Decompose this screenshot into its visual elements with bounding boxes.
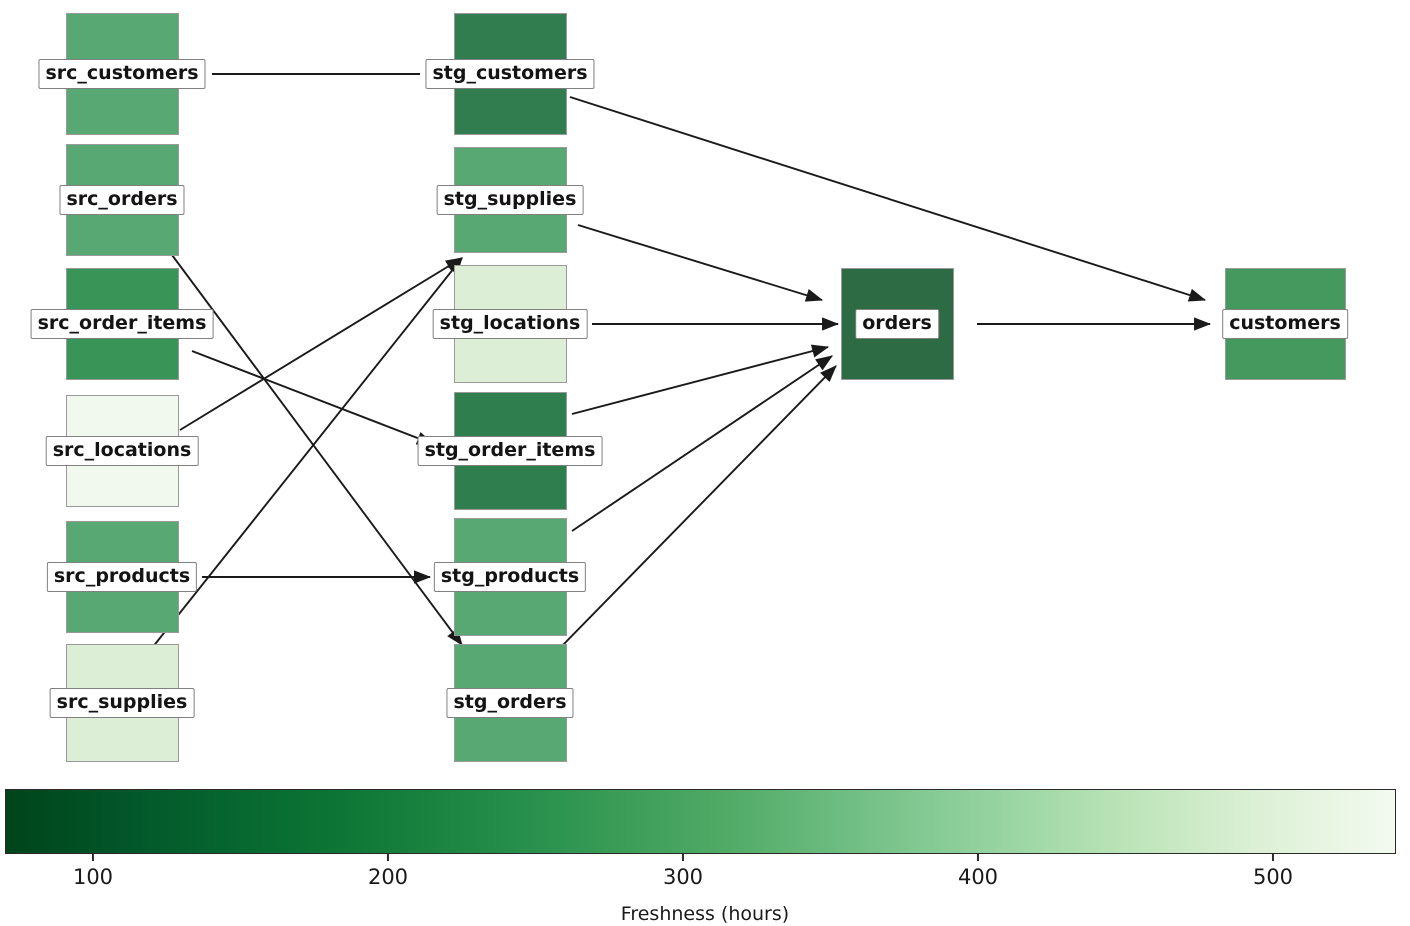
node-label-src_order_items[interactable]: src_order_items (30, 309, 214, 339)
colorbar-gradient (5, 789, 1396, 854)
node-label-stg_products[interactable]: stg_products (433, 562, 587, 592)
edge-src_orders-to-stg_orders (171, 254, 463, 646)
colorbar-ticks: 100 200 300 400 500 (5, 854, 1396, 904)
node-label-src_locations[interactable]: src_locations (45, 436, 199, 466)
node-label-stg_customers[interactable]: stg_customers (425, 59, 595, 89)
tick-mark-icon (387, 854, 389, 861)
colorbar-tick-label: 500 (1252, 865, 1294, 889)
node-label-src_customers[interactable]: src_customers (38, 59, 206, 89)
node-label-customers[interactable]: customers (1222, 309, 1348, 339)
colorbar: 100 200 300 400 500 (5, 789, 1396, 889)
edge-src_supplies-to-stg_locations (151, 257, 463, 649)
node-label-stg_supplies[interactable]: stg_supplies (436, 185, 584, 215)
node-label-stg_locations[interactable]: stg_locations (432, 309, 588, 339)
tick-mark-icon (682, 854, 684, 861)
colorbar-tick-label: 400 (957, 865, 999, 889)
colorbar-tick-label: 200 (367, 865, 409, 889)
node-label-src_products[interactable]: src_products (46, 562, 198, 592)
colorbar-axis-label: Freshness (hours) (620, 903, 790, 925)
colorbar-tick-500: 500 (1253, 854, 1293, 889)
node-label-src_orders[interactable]: src_orders (59, 185, 185, 215)
edge-stg_products-to-orders (571, 355, 833, 532)
edge-stg_order_items-to-orders (571, 344, 830, 415)
edge-layer (151, 73, 1212, 649)
tick-mark-icon (1272, 854, 1274, 861)
edge-stg_orders-to-orders (559, 365, 837, 649)
colorbar-tick-300: 300 (663, 854, 703, 889)
edge-src_locations-to-stg_locations (179, 257, 463, 431)
colorbar-tick-400: 400 (958, 854, 998, 889)
colorbar-tick-100: 100 (73, 854, 113, 889)
node-label-stg_order_items[interactable]: stg_order_items (417, 436, 603, 466)
colorbar-tick-200: 200 (368, 854, 408, 889)
tick-mark-icon (92, 854, 94, 861)
tick-mark-icon (977, 854, 979, 861)
edge-stg_customers-to-customers (569, 96, 1207, 302)
node-label-orders[interactable]: orders (855, 309, 939, 339)
node-label-stg_orders[interactable]: stg_orders (446, 688, 574, 718)
edge-src_order_items-to-stg_order_items (191, 350, 435, 445)
colorbar-tick-label: 300 (662, 865, 704, 889)
colorbar-tick-label: 100 (72, 865, 114, 889)
edge-stg_supplies-to-orders (577, 224, 824, 302)
node-label-src_supplies[interactable]: src_supplies (49, 688, 195, 718)
edges (151, 73, 1212, 649)
